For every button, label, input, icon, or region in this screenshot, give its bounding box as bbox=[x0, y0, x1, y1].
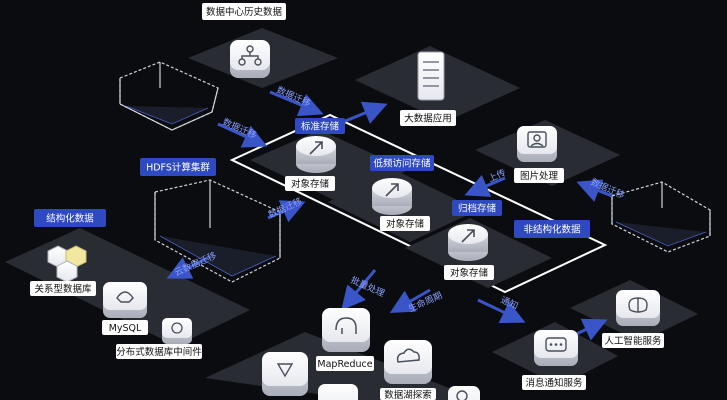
mapreduce-cube bbox=[322, 308, 370, 352]
label-big-data-app: 大数据应用 bbox=[404, 113, 452, 125]
label-structured: 结构化数据 bbox=[46, 213, 94, 225]
arrow-to-std-storage bbox=[217, 122, 268, 148]
server-icon bbox=[423, 61, 439, 87]
label-archive: 归档存储 bbox=[458, 203, 497, 215]
label-image-processing: 图片处理 bbox=[520, 170, 559, 182]
label-mapreduce: MapReduce bbox=[317, 359, 372, 370]
nodes-icon bbox=[276, 363, 294, 378]
mysql-icon bbox=[116, 291, 134, 303]
database-hexagons-icon bbox=[47, 245, 87, 283]
arrow-to-history bbox=[269, 90, 324, 117]
image-processing-cube bbox=[517, 126, 557, 162]
arrow-structured-to-hdfs bbox=[166, 256, 209, 279]
flow-label-upload: 上传 bbox=[486, 166, 507, 184]
network-tree-icon bbox=[238, 45, 262, 66]
label-unstructured: 非结构化数据 bbox=[523, 224, 581, 236]
label-low-freq: 低频访问存储 bbox=[373, 158, 431, 170]
mysql-cube bbox=[103, 282, 147, 318]
compute-cube-3 bbox=[448, 386, 480, 400]
flow-label-migration-2: 数据迁移 bbox=[221, 116, 259, 142]
label-ai-service: 人工智能服务 bbox=[604, 335, 662, 347]
label-object-storage-2: 对象存储 bbox=[386, 218, 425, 230]
arrow-storage-to-notify bbox=[477, 298, 526, 324]
middleware-icon bbox=[171, 322, 183, 334]
brain-icon bbox=[628, 297, 648, 313]
arrow-cluster-to-image bbox=[576, 179, 613, 202]
label-object-storage-1: 对象存储 bbox=[291, 178, 330, 190]
label-std-storage: 标准存储 bbox=[301, 121, 340, 133]
label-distributed-middleware: 分布式数据库中间件 bbox=[116, 346, 202, 358]
notification-cube bbox=[534, 330, 578, 366]
flow-label-migration-4: 数据迁移 bbox=[266, 195, 304, 221]
arrow-storage-to-compute bbox=[341, 269, 377, 311]
cube-icons bbox=[47, 40, 660, 400]
flow-label-notify: 通知 bbox=[499, 294, 520, 312]
cloud-icon bbox=[396, 348, 420, 363]
upload-arrow-icon bbox=[309, 141, 323, 155]
upload-arrow-icon bbox=[461, 229, 475, 243]
history-data-cube bbox=[230, 40, 270, 78]
arrow-hdfs-to-storage bbox=[267, 200, 306, 223]
node-labels: 数据中心历史数据 大数据应用 HDFS计算集群 标准存储 对象存储 低频访问存储… bbox=[30, 3, 664, 400]
unstructured-cluster bbox=[611, 181, 711, 253]
datacenter-cluster bbox=[119, 61, 219, 131]
object-storage-cube-3 bbox=[448, 224, 488, 261]
upload-arrow-icon bbox=[385, 183, 399, 197]
relational-db-cube bbox=[47, 245, 87, 283]
big-data-server bbox=[417, 51, 445, 101]
object-storage-cube-2 bbox=[372, 178, 412, 215]
flow-label-migration-1: 数据迁移 bbox=[275, 84, 313, 110]
arrow-compute-up bbox=[389, 288, 431, 313]
label-history-data: 数据中心历史数据 bbox=[206, 6, 283, 18]
image-icon bbox=[527, 131, 547, 148]
label-object-storage-3: 对象存储 bbox=[450, 267, 489, 279]
hdfs-cluster-box bbox=[154, 179, 281, 283]
label-relational-db: 关系型数据库 bbox=[34, 283, 92, 295]
data-lake-cube bbox=[384, 340, 432, 384]
search-icon bbox=[456, 390, 468, 400]
middleware-cube bbox=[162, 318, 192, 344]
wireframe-clusters bbox=[119, 61, 711, 283]
ai-service-cube bbox=[616, 290, 660, 326]
compute-cube-2 bbox=[318, 384, 358, 400]
label-data-lake: 数据湖探索 bbox=[384, 389, 432, 400]
compute-cube-1 bbox=[262, 352, 308, 396]
arrow-image-to-storage bbox=[464, 174, 506, 197]
label-mysql: MySQL bbox=[109, 323, 142, 334]
message-icon bbox=[545, 337, 567, 352]
object-storage-cube-1 bbox=[296, 136, 336, 173]
label-hdfs-cluster: HDFS计算集群 bbox=[146, 162, 210, 174]
flow-label-migration-3: 数据迁移 bbox=[589, 176, 627, 202]
label-notification: 消息通知服务 bbox=[525, 377, 583, 389]
elephant-icon bbox=[335, 317, 357, 334]
arrow-to-big-data bbox=[337, 101, 388, 126]
